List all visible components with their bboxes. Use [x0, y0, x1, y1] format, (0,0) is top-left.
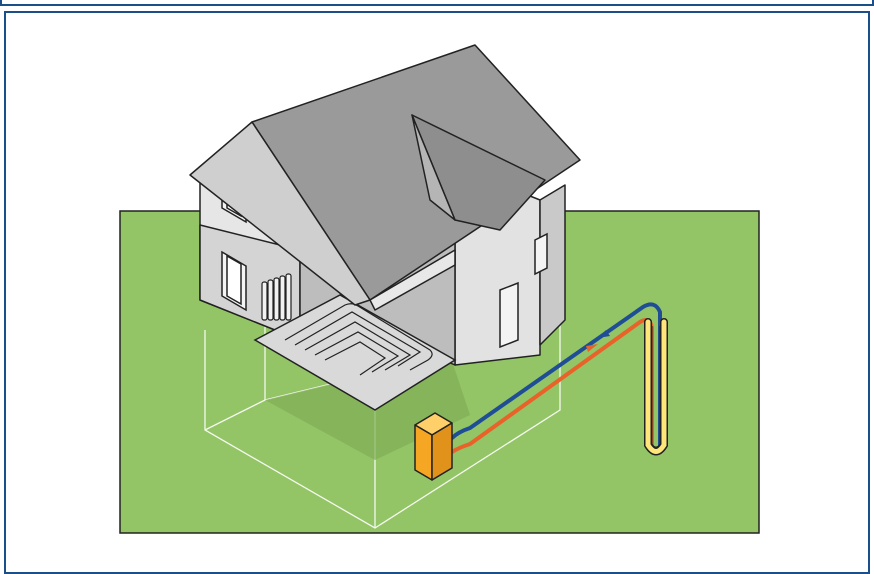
room-floor — [253, 294, 457, 411]
top-border-bar — [0, 0, 874, 6]
ground-loop-icon — [644, 318, 668, 456]
radiator-icon — [261, 273, 292, 321]
underfloor-heating-icon — [284, 303, 433, 376]
heat-pump-unit-icon — [414, 412, 453, 481]
supply-flow-arrow — [598, 330, 610, 338]
roof — [189, 44, 581, 311]
return-flow-arrow — [586, 344, 598, 352]
supply-pipe — [450, 302, 662, 447]
